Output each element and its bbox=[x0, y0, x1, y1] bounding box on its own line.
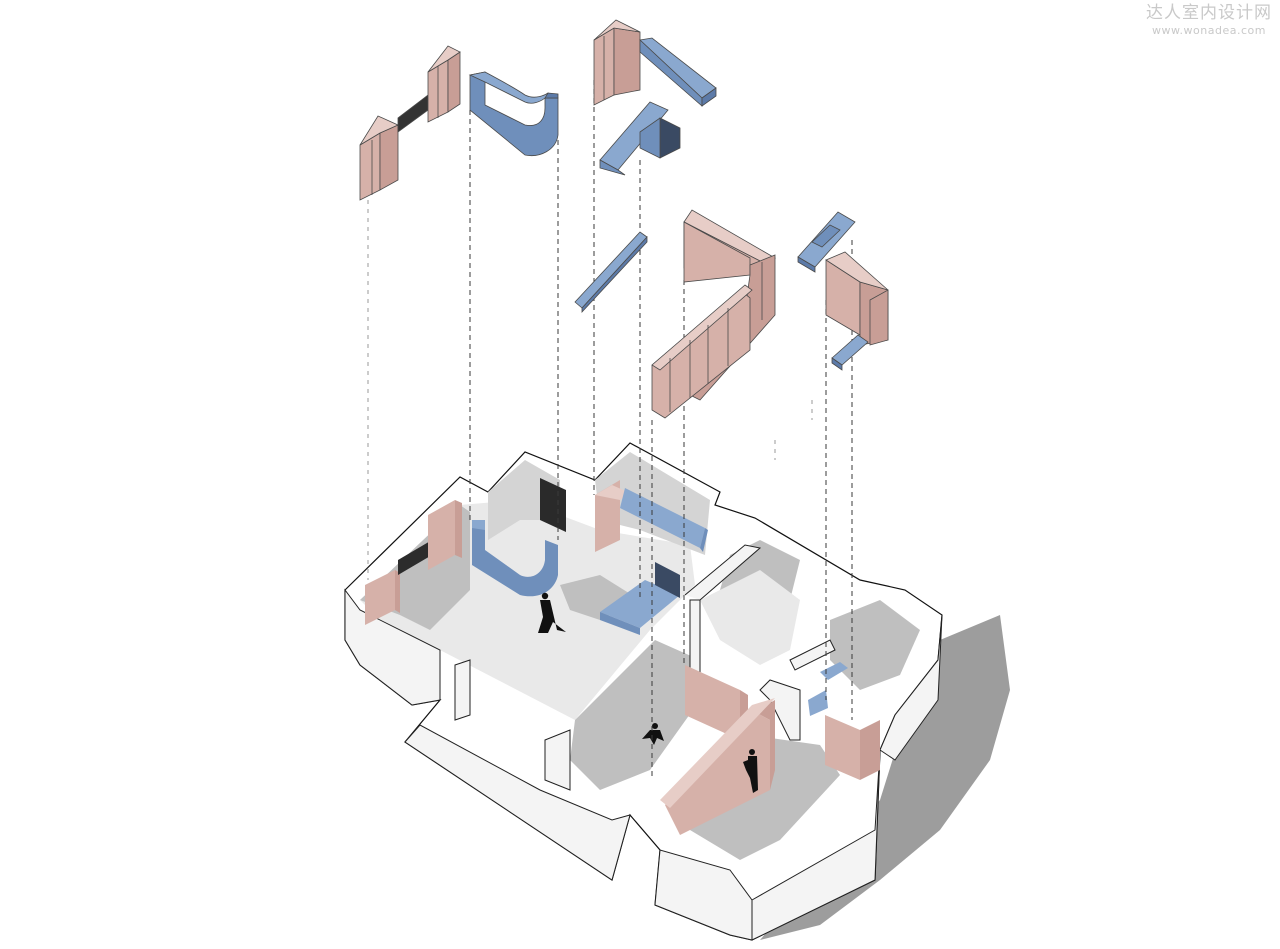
person-silhouette-2 bbox=[642, 723, 664, 745]
model-bath-vanity bbox=[808, 662, 848, 716]
projection-lines bbox=[367, 80, 853, 780]
exploded-bath-shelf bbox=[831, 334, 869, 371]
watermark: 达人室内设计网 www.wonadea.com bbox=[1146, 2, 1272, 37]
side-facade-east-upper bbox=[879, 614, 943, 761]
person-silhouette-1 bbox=[538, 592, 566, 633]
exploded-curved-cabinet bbox=[468, 71, 559, 157]
bedroom-1-floor bbox=[570, 640, 700, 790]
floor-plan-model bbox=[344, 442, 943, 941]
model-curved-cabinet bbox=[472, 520, 558, 597]
watermark-url: www.wonadea.com bbox=[1152, 24, 1266, 37]
front-facade-balcony bbox=[404, 724, 631, 881]
person-silhouette-3 bbox=[743, 749, 758, 793]
exploded-shelf-bar bbox=[574, 231, 648, 314]
watermark-title: 达人室内设计网 bbox=[1146, 3, 1272, 23]
exploded-kitchen-counter bbox=[639, 37, 717, 107]
building-shadow bbox=[760, 615, 1010, 940]
exploded-dining-island bbox=[599, 101, 681, 176]
model-tv-cabinet bbox=[365, 500, 462, 625]
partition-wall-6 bbox=[454, 659, 471, 721]
model-bath-cabinet bbox=[825, 715, 880, 780]
exploded-bath-sink bbox=[797, 211, 856, 273]
model-dining-island bbox=[600, 562, 680, 635]
exploded-l-wardrobe bbox=[651, 209, 776, 419]
exploded-tv-cabinet bbox=[359, 45, 461, 201]
partition-wall-5 bbox=[544, 729, 571, 791]
partition-wall-4 bbox=[789, 639, 836, 671]
model-entry-door bbox=[540, 478, 566, 532]
side-facade-east bbox=[751, 749, 881, 941]
hallway-floor bbox=[700, 570, 800, 665]
exploded-bath-cabinet bbox=[825, 251, 889, 346]
partition-wall-1 bbox=[684, 544, 762, 601]
exploded-kitchen-tall-cabinet bbox=[593, 19, 641, 106]
model-wardrobe-master bbox=[660, 698, 775, 835]
